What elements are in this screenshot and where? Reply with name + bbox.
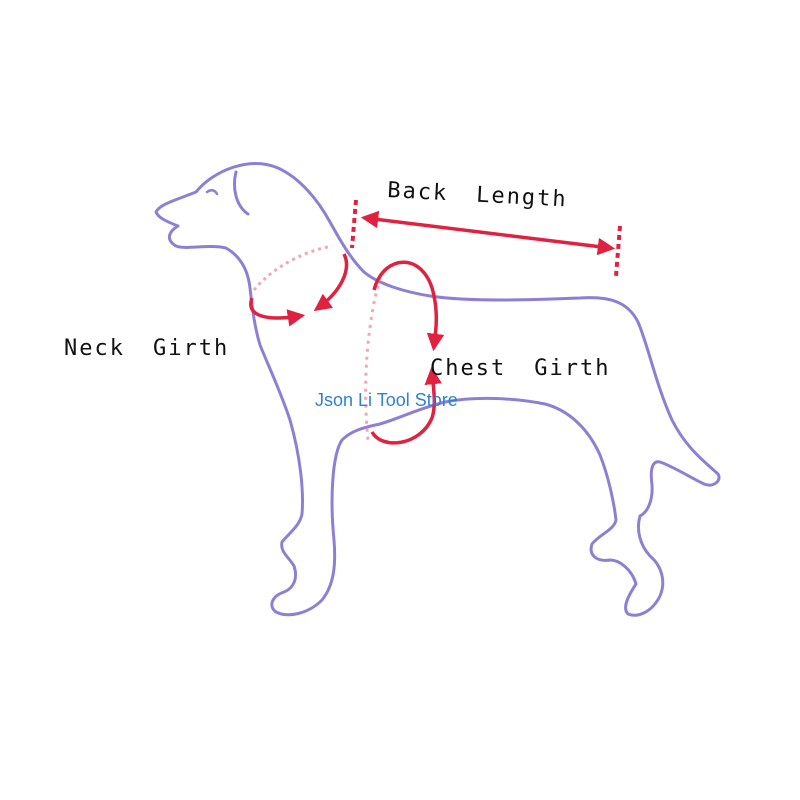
back-length-label-word1: Back (387, 178, 449, 206)
back-length-arrow (366, 218, 610, 248)
neck-girth-label-word1: Neck (64, 336, 125, 361)
neck-girth-arrow-right (318, 254, 346, 308)
chest-girth-label-word2: Girth (534, 356, 610, 381)
ear-outline (235, 172, 249, 214)
neck-girth-arrow-left (251, 298, 300, 318)
chest-girth-label-word1: Chest (430, 356, 506, 381)
back-length-label-word2: Length (476, 183, 569, 213)
back-length-end-tick (616, 226, 620, 276)
neck-girth-dotted-line (254, 246, 332, 290)
neck-girth-label-word2: Girth (153, 336, 229, 361)
eye-mark (207, 190, 217, 194)
neck-girth-label: Neck Girth (64, 336, 229, 361)
chest-girth-label: Chest Girth (430, 356, 610, 381)
chest-girth-arrow-top (374, 262, 436, 346)
back-length-start-tick (352, 200, 356, 248)
store-watermark: Json Li Tool Store (315, 390, 458, 411)
chest-girth-dotted-line (366, 278, 380, 440)
